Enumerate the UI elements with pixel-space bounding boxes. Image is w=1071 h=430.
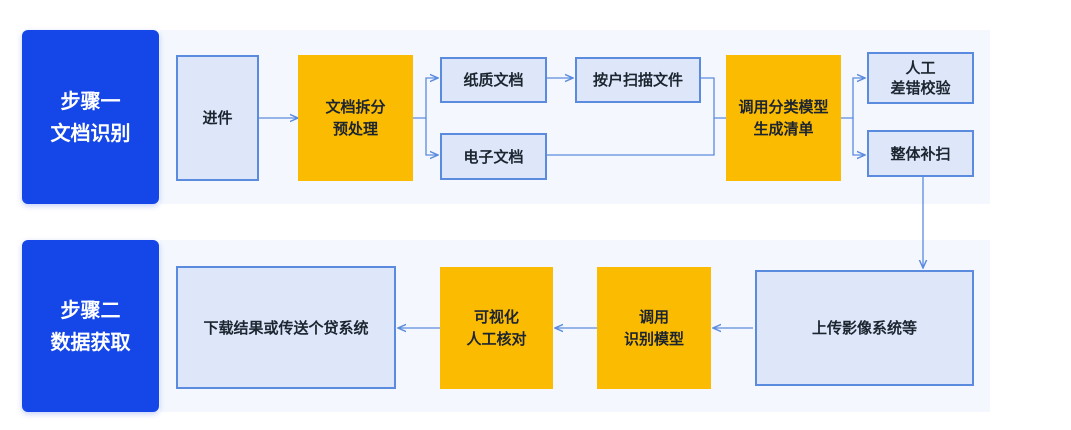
node-jinjian-label: 进件 [202,109,233,127]
node-jiaoyan: 人工 差错校验 [867,52,974,104]
node-xiazai: 下载结果或传送个贷系统 [176,266,396,389]
node-qingdan-line2: 生成清单 [753,120,814,138]
node-saomiao-label: 按户扫描文件 [592,71,683,89]
node-hedui-line2: 人工核对 [466,330,527,348]
node-qingdan: 调用分类模型 生成清单 [726,55,841,181]
node-moxing-line1: 调用 [638,308,669,326]
node-zhizhi-label: 纸质文档 [463,71,524,89]
step1-title: 文档识别 [50,121,131,145]
step2-label: 步骤二 数据获取 [22,240,159,412]
step1-label: 步骤一 文档识别 [22,30,159,204]
node-qingdan-line1: 调用分类模型 [738,98,829,116]
node-shangchuan: 上传影像系统等 [755,270,974,386]
node-dianzi-label: 电子文档 [463,147,524,166]
step2-title: 数据获取 [50,330,131,354]
node-hedui-line1: 可视化 [473,308,519,326]
node-dianzi: 电子文档 [440,133,547,180]
node-jiaoyan-line1: 人工 [905,59,936,77]
node-saomiao: 按户扫描文件 [575,57,701,103]
node-jinjian: 进件 [176,55,259,181]
node-zhizhi: 纸质文档 [440,57,547,103]
node-shangchuan-label: 上传影像系统等 [811,319,917,337]
node-jiaoyan-line2: 差错校验 [890,79,951,97]
node-chaifen-line2: 预处理 [332,120,378,138]
node-chaifen-line1: 文档拆分 [325,98,386,116]
node-xiazai-label: 下载结果或传送个贷系统 [203,318,369,337]
node-moxing-line2: 识别模型 [623,330,684,348]
node-bushao: 整体补扫 [867,130,974,177]
node-moxing: 调用 识别模型 [597,267,711,389]
node-bushao-label: 整体补扫 [890,144,951,163]
node-chaifen: 文档拆分 预处理 [298,55,413,181]
step2-number: 步骤二 [60,298,121,322]
node-hedui: 可视化 人工核对 [440,267,553,389]
step1-number: 步骤一 [60,89,121,113]
